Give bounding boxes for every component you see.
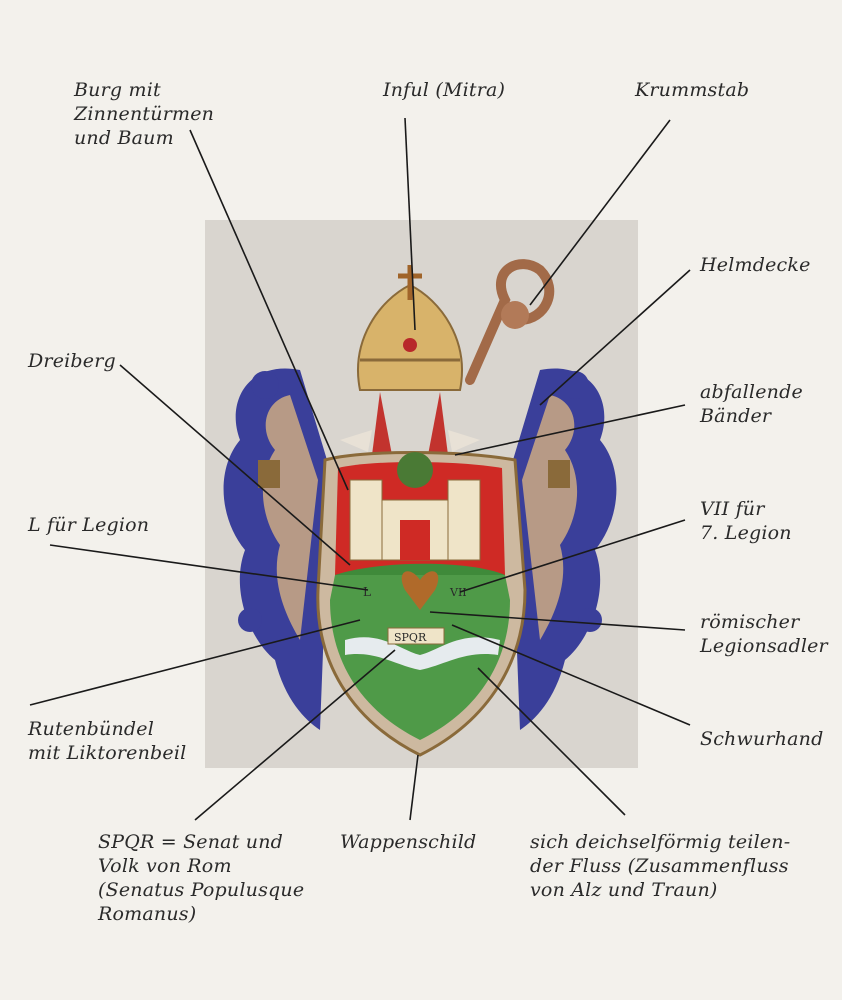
leader-krummstab <box>530 120 670 305</box>
label-vii: VII für 7. Legion <box>700 497 792 545</box>
label-spqr: SPQR = Senat und Volk von Rom (Senatus P… <box>98 830 304 926</box>
emblem-l-text: L <box>363 585 371 599</box>
label-adler: römischer Legionsadler <box>700 610 828 658</box>
shield <box>318 452 525 755</box>
label-dreiberg: Dreiberg <box>28 349 116 373</box>
leader-wappenschild <box>410 755 418 820</box>
label-l-legion: L für Legion <box>28 513 149 537</box>
mitre <box>340 265 480 455</box>
label-helmdecke: Helmdecke <box>700 253 811 277</box>
label-burg: Burg mit Zinnentürmen und Baum <box>74 78 214 150</box>
crozier <box>470 264 549 380</box>
emblem-spqr-text: SPQR <box>394 631 427 644</box>
label-baender: abfallende Bänder <box>700 380 803 428</box>
label-infula: Inful (Mitra) <box>383 78 505 102</box>
label-fluss: sich deichselförmig teilen- der Fluss (Z… <box>530 830 790 902</box>
label-krummstab: Krummstab <box>635 78 749 102</box>
leader-helmdecke <box>540 270 690 405</box>
label-ruten: Rutenbündel mit Liktorenbeil <box>28 717 186 765</box>
label-schwurhand: Schwurhand <box>700 727 823 751</box>
emblem-vii-text: VII <box>449 586 467 599</box>
label-wappenschild: Wappenschild <box>340 830 476 854</box>
